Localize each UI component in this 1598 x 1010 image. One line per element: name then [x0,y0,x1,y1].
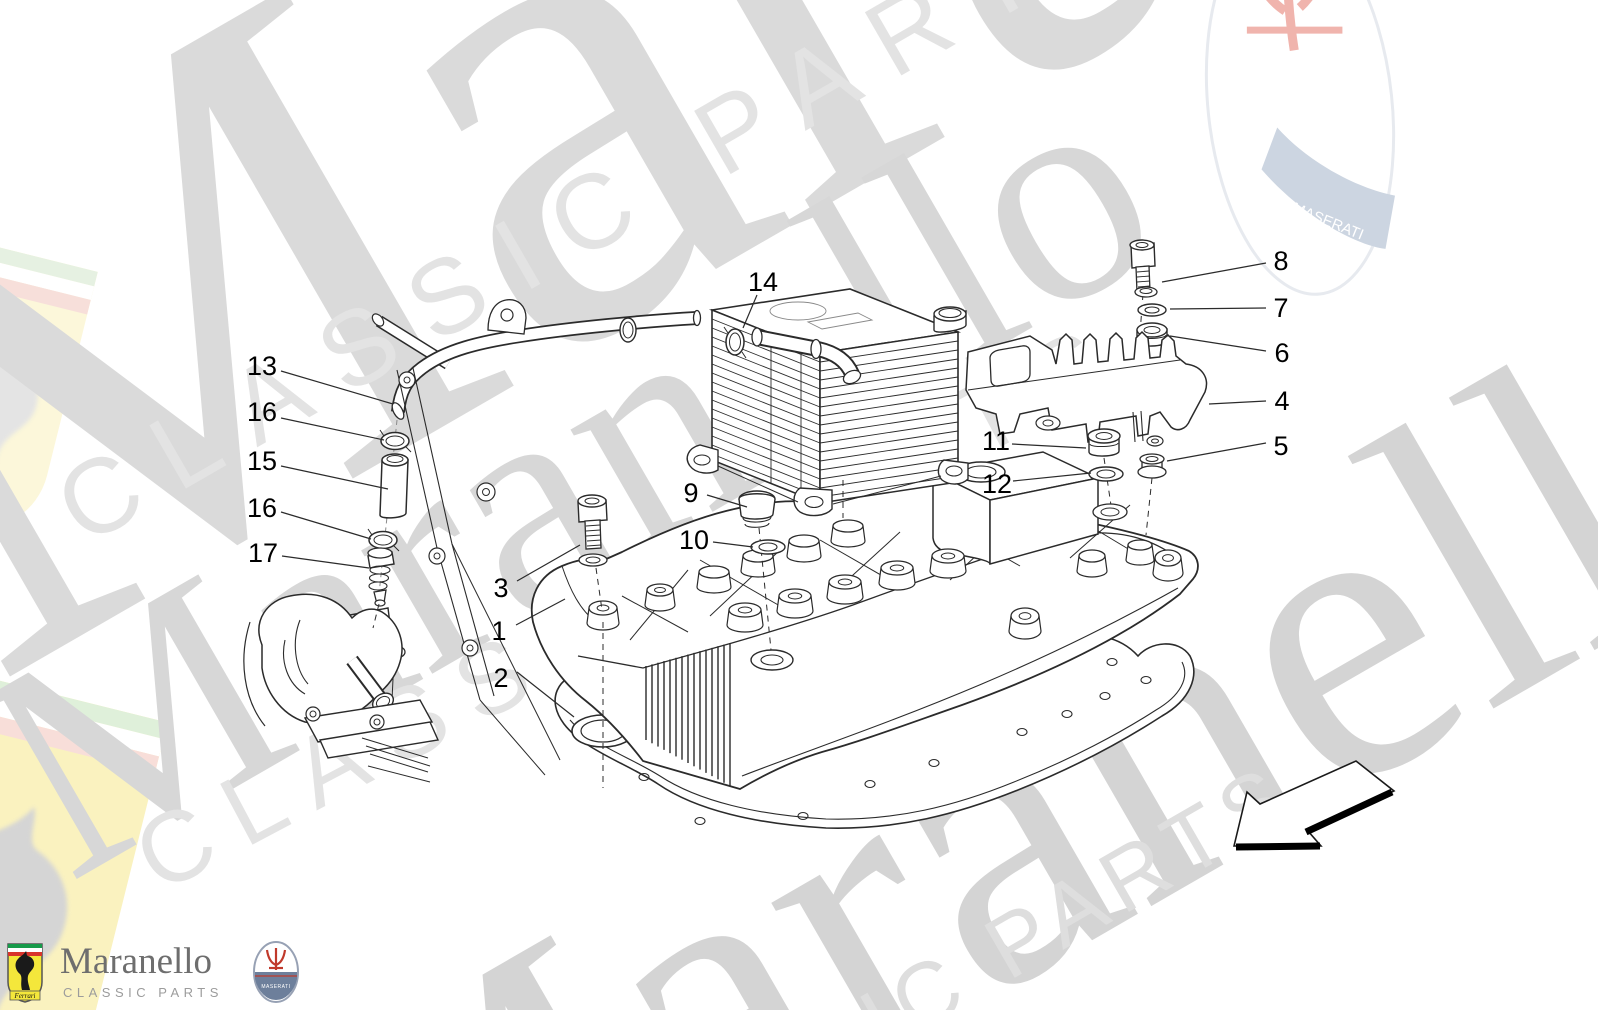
callout-12: 12 [982,469,1012,499]
callout-6: 6 [1274,338,1289,368]
callout-2: 2 [493,663,508,693]
leader-line-7 [1169,307,1267,310]
callout-4: 4 [1274,386,1289,416]
logo-graphics: Ferrari MASERATI [7,941,299,1003]
callout-11: 11 [982,426,1010,456]
callout-5: 5 [1273,431,1288,461]
callout-1: 1 [491,616,506,646]
logo-tagline-text: CLASSIC PARTS [63,985,223,1000]
fasteners-drawing [577,239,1208,671]
heat-exchanger-cover-drawing [530,451,1199,790]
callout-17: 17 [248,538,278,568]
leader-line-14 [742,294,758,329]
maserati-oval-logo: MASERATI [253,941,299,1003]
leader-line-9 [706,494,748,508]
callout-14: 14 [748,267,778,297]
callout-10: 10 [679,525,709,555]
callout-16: 16 [247,493,277,523]
leader-line-1 [515,598,566,626]
water-pipe-drawing [371,299,747,420]
water-pump-drawing [243,367,561,783]
leader-line-11 [1011,443,1087,449]
heat-exchanger-core-drawing [686,288,969,517]
direction-arrow [1232,760,1396,851]
leader-line-12 [1012,472,1092,482]
leader-line-17 [281,555,370,569]
callout-9: 9 [683,478,698,508]
callout-16: 16 [247,397,277,427]
maserati-label: MASERATI [261,984,290,990]
ferrari-shield-logo: Ferrari [7,943,43,1003]
leader-line-10 [712,541,754,548]
callout-7: 7 [1273,293,1288,323]
callout-15: 15 [247,446,277,476]
leader-line-15 [280,465,389,490]
ferrari-label: Ferrari [14,992,36,1000]
callout-3: 3 [493,573,508,603]
leader-line-16 [280,511,372,540]
callout-8: 8 [1273,246,1288,276]
maranello-classic-parts-logo: Ferrari MASERATI Maranello CLASSIC PARTS [5,938,315,1008]
callout-13: 13 [247,351,277,381]
leader-line-5 [1166,442,1267,462]
hose-and-clamps-drawing [367,419,412,607]
leader-line-16 [280,417,385,441]
leader-line-2 [516,671,575,718]
leader-line-8 [1161,262,1267,283]
leader-line-13 [280,370,394,405]
leader-line-4 [1208,400,1267,405]
logo-brand-text: Maranello [60,941,213,982]
leader-line-6 [1169,335,1267,352]
leader-line-3 [516,544,581,582]
